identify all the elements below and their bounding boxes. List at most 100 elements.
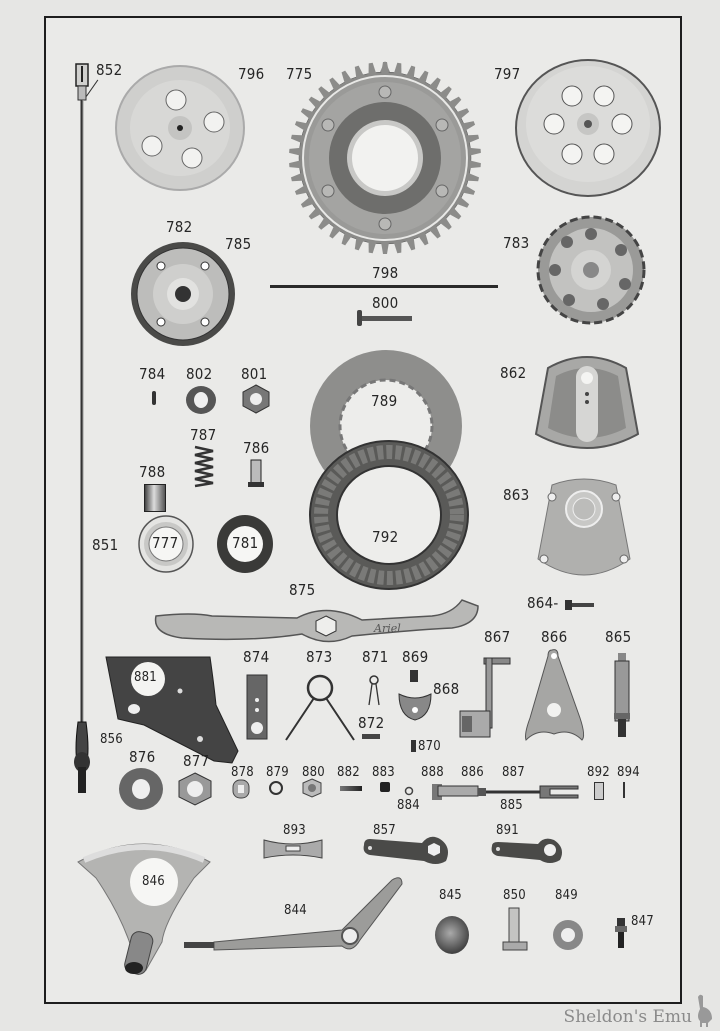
label-880: 880 (302, 765, 325, 780)
plate-868 (397, 692, 433, 722)
label-847: 847 (631, 914, 654, 929)
label-846: 846 (142, 874, 165, 889)
pin-894 (623, 782, 625, 798)
spindle-865 (612, 653, 632, 739)
clutch-drum-783 (536, 214, 646, 326)
label-894: 894 (617, 765, 640, 780)
thrust-pin-800 (357, 308, 417, 328)
key-784 (152, 391, 156, 405)
label-865: 865 (605, 628, 632, 646)
tab-washer-802 (185, 385, 217, 415)
label-862: 862 (500, 364, 527, 382)
label-883: 883 (372, 765, 395, 780)
fork-846 (74, 832, 214, 978)
label-881: 881 (134, 670, 157, 685)
label-867: 867 (484, 628, 511, 646)
label-796: 796 (238, 65, 265, 83)
brake-rod-885 (430, 780, 580, 804)
label-851: 851 (92, 536, 119, 554)
spring-cup-788 (144, 484, 166, 512)
watermark: Sheldon's Emu (563, 1007, 692, 1027)
torsion-spring-873 (284, 672, 356, 742)
ball-845 (435, 916, 469, 954)
label-869: 869 (402, 648, 429, 666)
label-891: 891 (496, 823, 519, 838)
cover-863 (532, 477, 636, 587)
lever-867 (458, 656, 514, 738)
clutch-centre-782 (128, 240, 238, 348)
label-785: 785 (225, 235, 252, 253)
nut-883 (380, 782, 390, 792)
clip-892 (594, 782, 604, 800)
label-874: 874 (243, 648, 270, 666)
ring-884 (404, 786, 414, 796)
push-rod-798 (270, 285, 498, 288)
friction-plate-792 (308, 440, 470, 590)
label-892: 892 (587, 765, 610, 780)
label-788: 788 (139, 463, 166, 481)
nipple-847 (614, 918, 628, 950)
nut-880 (302, 778, 322, 798)
label-871: 871 (362, 648, 389, 666)
label-844: 844 (284, 903, 307, 918)
nipple-870 (411, 740, 416, 752)
label-857: 857 (373, 823, 396, 838)
ring-879 (268, 780, 284, 796)
label-802: 802 (186, 365, 213, 383)
plate-881 (104, 655, 244, 767)
emu-logo-icon (690, 993, 716, 1027)
label-784: 784 (139, 365, 166, 383)
label-850: 850 (503, 888, 526, 903)
label-893: 893 (283, 823, 306, 838)
pin-850 (502, 907, 528, 952)
label-789: 789 (371, 392, 398, 410)
spanner-875: Ariel (152, 594, 482, 650)
label-882: 882 (337, 765, 360, 780)
control-rod-852-851 (72, 62, 102, 802)
washer-876 (118, 767, 164, 811)
label-781: 781 (232, 534, 259, 552)
label-879: 879 (266, 765, 289, 780)
label-775: 775 (286, 65, 313, 83)
label-877: 877 (183, 752, 210, 770)
label-864: 864- (527, 594, 559, 612)
label-873: 873 (306, 648, 333, 666)
lever-857 (360, 833, 454, 867)
label-887: 887 (502, 765, 525, 780)
label-797: 797 (494, 65, 521, 83)
label-849: 849 (555, 888, 578, 903)
label-777: 777 (152, 534, 179, 552)
label-783: 783 (503, 234, 530, 252)
label-868: 868 (433, 680, 460, 698)
clutch-sprocket-775 (286, 60, 484, 256)
label-801: 801 (241, 365, 268, 383)
stud-882 (340, 786, 362, 791)
label-852: 852 (96, 61, 123, 79)
link-874 (246, 674, 268, 740)
label-885: 885 (500, 798, 523, 813)
lever-arm-844 (182, 874, 406, 954)
label-863: 863 (503, 486, 530, 504)
label-845: 845 (439, 888, 462, 903)
label-800: 800 (372, 294, 399, 312)
plain-plate-781 (216, 514, 274, 574)
label-876: 876 (129, 748, 156, 766)
washer-878 (232, 779, 250, 799)
nut-801 (242, 384, 270, 414)
washer-849 (552, 919, 584, 951)
label-870: 870 (418, 739, 441, 754)
label-786: 786 (243, 439, 270, 457)
clip-893 (262, 838, 324, 860)
label-792: 792 (372, 528, 399, 546)
screw-864 (565, 600, 595, 610)
clutch-cover-plate-797 (514, 58, 662, 198)
label-787: 787 (190, 426, 217, 444)
label-872: 872 (358, 714, 385, 732)
label-856: 856 (100, 732, 123, 747)
spring-plate-777 (138, 515, 194, 573)
label-798: 798 (372, 264, 399, 282)
nut-877 (177, 772, 213, 806)
label-866: 866 (541, 628, 568, 646)
ariel-script: Ariel (373, 622, 401, 635)
clutch-spring-787 (193, 445, 215, 488)
